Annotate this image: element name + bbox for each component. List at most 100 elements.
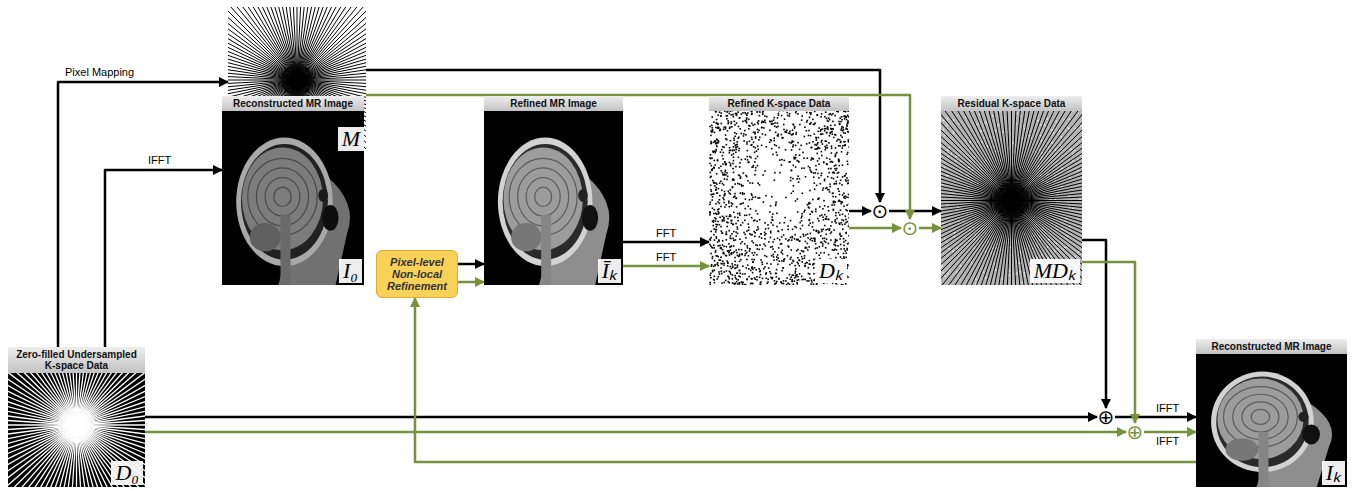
kspace-speckle — [843, 241, 845, 243]
kspace-speckle — [780, 282, 782, 284]
kspace-speckle — [827, 219, 829, 221]
kspace-speckle — [723, 217, 725, 219]
kspace-speckle — [747, 264, 749, 266]
kspace-speckle — [803, 279, 805, 281]
kspace-speckle — [775, 273, 777, 275]
kspace-speckle — [746, 278, 748, 280]
kspace-speckle — [717, 127, 719, 129]
kspace-speckle — [818, 220, 820, 222]
kspace-speckle — [759, 111, 761, 113]
kspace-speckle — [837, 139, 839, 141]
kspace-speckle — [781, 134, 783, 136]
kspace-speckle — [711, 169, 713, 171]
kspace-speckle — [726, 270, 728, 272]
kspace-speckle — [718, 239, 720, 241]
kspace-speckle — [757, 165, 759, 167]
kspace-speckle — [724, 173, 726, 175]
kspace-speckle — [725, 163, 727, 165]
kspace-speckle — [730, 123, 732, 125]
kspace-speckle — [795, 200, 797, 202]
kspace-speckle — [738, 157, 740, 159]
kspace-speckle — [723, 220, 725, 222]
kspace-speckle — [718, 128, 720, 130]
kspace-speckle — [742, 202, 744, 204]
kspace-speckle — [734, 135, 736, 137]
kspace-speckle — [815, 211, 817, 213]
kspace-speckle — [728, 276, 730, 278]
kspace-speckle — [848, 242, 850, 244]
kspace-speckle — [717, 265, 719, 267]
kspace-speckle — [824, 214, 826, 216]
kspace-speckle — [745, 253, 747, 255]
kspace-speckle — [709, 282, 711, 284]
kspace-speckle — [777, 122, 779, 124]
kspace-speckle — [787, 225, 789, 227]
kspace-speckle — [819, 147, 821, 149]
kspace-speckle — [797, 257, 799, 259]
kspace-speckle — [791, 279, 793, 281]
kspace-speckle — [801, 167, 803, 169]
kspace-speckle — [717, 127, 719, 129]
kspace-speckle — [746, 245, 748, 247]
radial-sampling-line — [178, 62, 415, 97]
kspace-speckle — [845, 196, 847, 198]
kspace-speckle — [782, 253, 784, 255]
kspace-speckle — [723, 202, 725, 204]
kspace-speckle — [716, 213, 718, 215]
kspace-speckle — [776, 154, 778, 156]
kspace-speckle — [748, 276, 750, 278]
kspace-speckle — [798, 161, 800, 163]
kspace-speckle — [808, 166, 810, 168]
kspace-speckle — [731, 187, 733, 189]
kspace-speckle — [749, 214, 751, 216]
kspace-speckle — [835, 222, 837, 224]
kspace-speckle — [720, 115, 722, 117]
kspace-speckle — [828, 254, 830, 256]
kspace-speckle — [723, 264, 725, 266]
kspace-speckle — [713, 247, 715, 249]
kspace-speckle — [751, 266, 753, 268]
kspace-speckle — [731, 126, 733, 128]
kspace-speckle — [844, 118, 846, 120]
kspace-speckle — [764, 238, 766, 240]
kspace-speckle — [843, 248, 845, 250]
kspace-speckle — [770, 231, 772, 233]
kspace-speckle — [848, 226, 850, 228]
kspace-speckle — [793, 124, 795, 126]
kspace-speckle — [808, 207, 810, 209]
kspace-speckle — [790, 237, 792, 239]
kspace-speckle — [747, 205, 749, 207]
kspace-speckle — [712, 207, 714, 209]
kspace-speckle — [771, 148, 773, 150]
kspace-speckle — [716, 119, 718, 121]
kspace-speckle — [715, 141, 717, 143]
kspace-speckle — [763, 127, 765, 129]
kspace-speckle — [730, 215, 732, 217]
kspace-speckle — [809, 169, 811, 171]
kspace-speckle — [797, 261, 799, 263]
kspace-speckle — [835, 155, 837, 157]
kspace-speckle — [718, 259, 720, 261]
kspace-speckle — [792, 129, 794, 131]
kspace-speckle — [752, 124, 754, 126]
kspace-speckle — [723, 199, 725, 201]
kspace-speckle — [716, 187, 718, 189]
kspace-speckle — [809, 213, 811, 215]
kspace-speckle — [811, 279, 813, 281]
kspace-speckle — [811, 240, 813, 242]
kspace-speckle — [722, 216, 724, 218]
kspace-speckle — [838, 145, 840, 147]
kspace-speckle — [823, 228, 825, 230]
kspace-speckle — [731, 205, 733, 207]
kspace-speckle — [846, 196, 848, 198]
kspace-speckle — [739, 175, 741, 177]
kspace-speckle — [722, 253, 724, 255]
kspace-speckle — [757, 197, 759, 199]
kspace-speckle — [804, 209, 806, 211]
kspace-speckle — [748, 128, 750, 130]
kspace-speckle — [806, 262, 808, 264]
kspace-speckle — [745, 134, 747, 136]
kspace-speckle — [766, 116, 768, 118]
kspace-speckle — [713, 182, 715, 184]
kspace-speckle — [791, 149, 793, 151]
